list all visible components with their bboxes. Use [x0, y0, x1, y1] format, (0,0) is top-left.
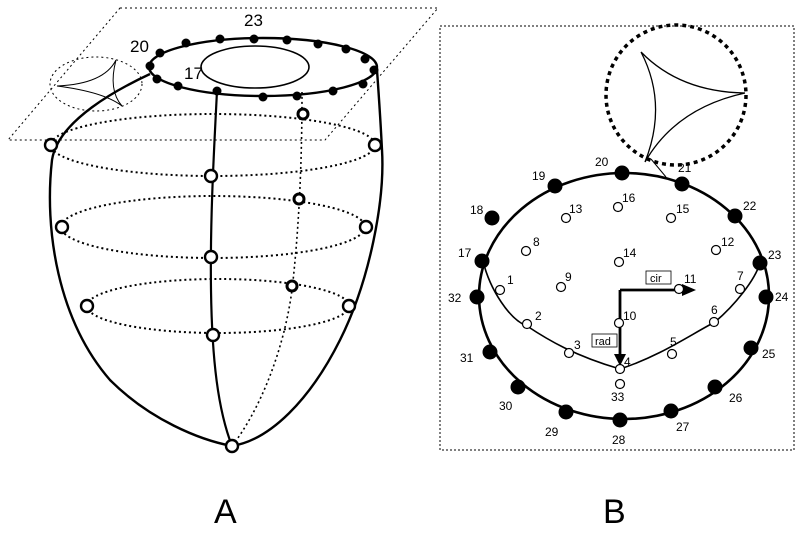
point-label: 33: [611, 390, 625, 404]
point-label: 1: [507, 273, 514, 287]
cutting-plane: [6, 7, 440, 141]
inner-nodes: [494, 283, 746, 375]
point-label: 10: [623, 309, 637, 323]
point-label: 14: [623, 246, 637, 260]
front-meridian: [209, 90, 234, 447]
point-label: 18: [470, 203, 484, 217]
label-20: 20: [130, 37, 149, 56]
point-label: 29: [545, 425, 559, 439]
point-label: 22: [743, 199, 757, 213]
inset-cusp-shape: [56, 59, 123, 107]
label-23: 23: [244, 11, 263, 30]
panel-a-letter: A: [214, 493, 237, 531]
panel-b-letter: B: [603, 493, 626, 531]
inner-curve: [482, 260, 761, 370]
panel-a: 23 17 20 A: [6, 7, 440, 531]
point-label: 30: [499, 399, 513, 413]
connector-line: [650, 158, 667, 178]
panel-b: cir rad: [439, 23, 795, 531]
point-label: 16: [622, 191, 636, 205]
point-label: 3: [574, 338, 581, 352]
open-nodes: [43, 107, 383, 454]
point-label: 32: [448, 291, 462, 305]
point-label: 15: [676, 202, 690, 216]
ring-3: [86, 278, 350, 334]
axis-label-cir: cir: [650, 273, 662, 285]
point-label: 25: [762, 347, 776, 361]
point-label: 19: [532, 169, 546, 183]
point-label: 27: [676, 420, 690, 434]
point-label: 28: [612, 433, 626, 447]
point-label: 6: [711, 303, 718, 317]
outer-nodes: [469, 165, 774, 428]
point-label: 9: [565, 270, 572, 284]
point-label: 8: [533, 235, 540, 249]
inset-ellipse: [49, 56, 143, 112]
point-label: 17: [458, 246, 472, 260]
point-label: 4: [624, 355, 631, 369]
point-label: 24: [775, 290, 789, 304]
point-label: 12: [721, 235, 735, 249]
point-label: 31: [460, 351, 474, 365]
back-meridian: [231, 91, 303, 447]
top-ring-points: [145, 34, 379, 102]
label-17: 17: [184, 64, 203, 83]
point-label: 20: [595, 155, 609, 169]
point-label: 11: [684, 272, 697, 286]
panel-b-frame: [439, 25, 795, 451]
interior-nodes: [520, 201, 722, 390]
magnified-circle: [604, 23, 748, 167]
axis-label-rad: rad: [595, 336, 611, 348]
point-label: 5: [670, 335, 677, 349]
point-label: 13: [569, 202, 583, 216]
magnified-cusp-shape: [640, 51, 746, 163]
point-label: 23: [768, 248, 782, 262]
point-label: 7: [737, 269, 744, 283]
point-label: 26: [729, 391, 743, 405]
inner-ring: [200, 45, 310, 89]
point-label: 21: [678, 161, 692, 175]
point-label: 2: [535, 309, 542, 323]
